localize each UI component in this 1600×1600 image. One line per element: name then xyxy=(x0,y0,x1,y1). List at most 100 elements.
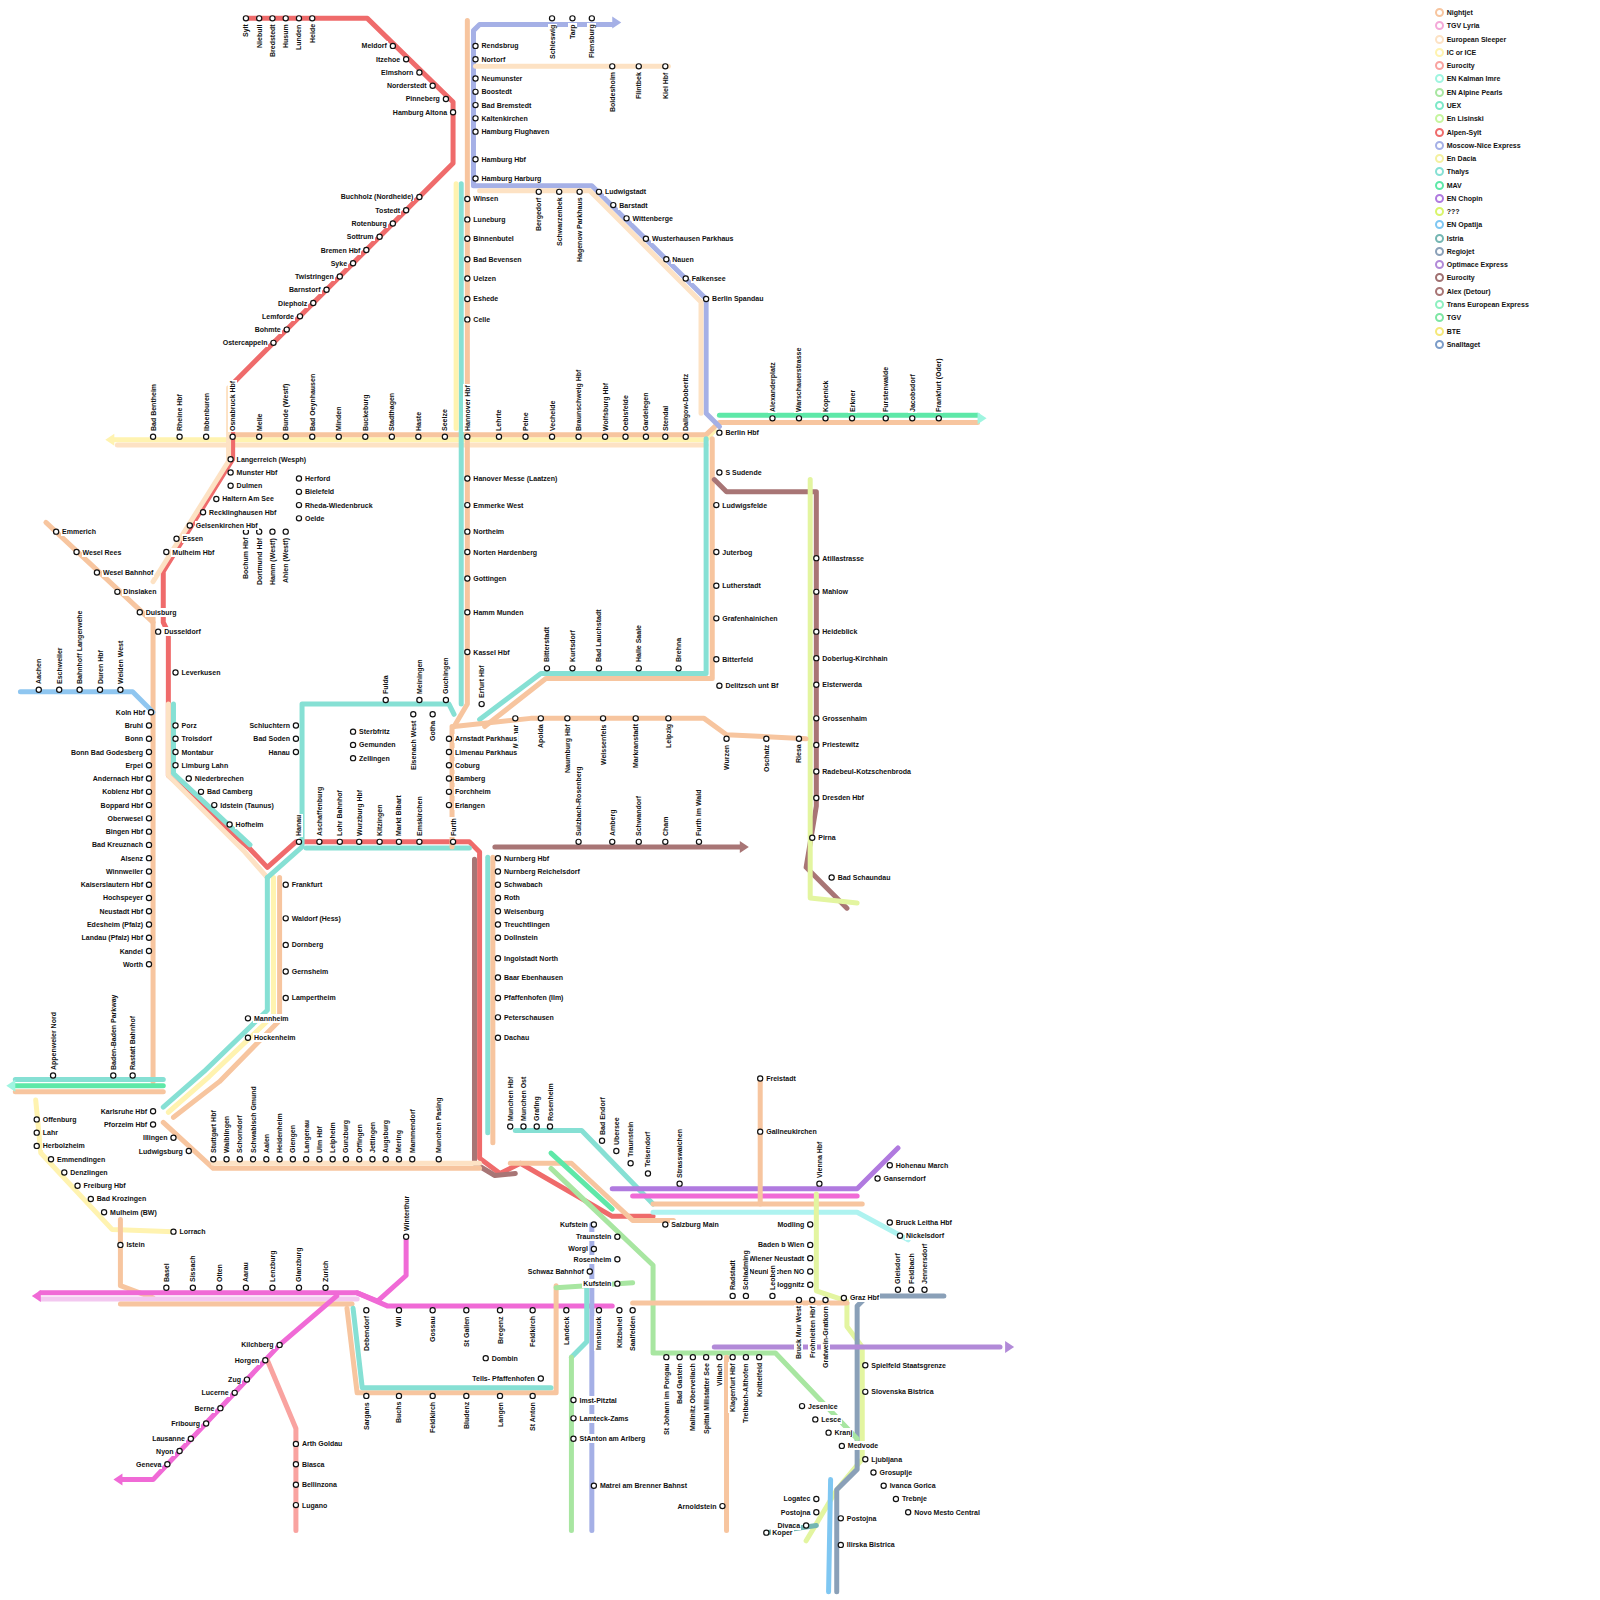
station-dot xyxy=(530,1393,535,1398)
station-name: Mammendorf xyxy=(408,1108,417,1154)
station-dot xyxy=(310,434,315,439)
station-dot xyxy=(645,1171,650,1176)
station-name: Boldesholm xyxy=(608,71,617,113)
station-dot xyxy=(624,216,629,221)
station-name: Frankfurt (Oder) xyxy=(934,358,943,414)
station-name: Traunstein xyxy=(575,1232,612,1241)
station-dot xyxy=(177,1448,182,1453)
station-dot xyxy=(473,76,478,81)
station-dot xyxy=(277,1157,282,1162)
station-dot xyxy=(906,1510,911,1515)
route-end-arrow xyxy=(6,1080,15,1092)
station-dot xyxy=(591,1222,596,1227)
station-dot xyxy=(465,217,470,222)
station-dot xyxy=(538,716,543,721)
station-dot xyxy=(576,434,581,439)
station-name: Gemunden xyxy=(358,740,397,749)
station-name: Arnoldstein xyxy=(677,1502,718,1511)
station-name: Waldorf (Hess) xyxy=(291,914,342,923)
station-name: Limburg Lahn xyxy=(181,761,230,770)
station-name: Bregenz xyxy=(496,1315,505,1345)
station-name: Bohmte xyxy=(254,325,282,334)
station-name: Rotenburg xyxy=(350,219,387,228)
station-name: Gotha xyxy=(428,719,437,741)
station-dot xyxy=(743,1293,748,1298)
station-name: Imst-Pitztal xyxy=(578,1396,617,1405)
station-dot xyxy=(417,194,422,199)
station-dot xyxy=(479,701,484,706)
station-name: Herford xyxy=(304,474,331,483)
station-name: Rosenheim xyxy=(573,1255,613,1264)
station-name: Gratwein-Gratkorn xyxy=(821,1305,830,1369)
station-name: Bad Kreuznach xyxy=(91,840,144,849)
legend-text: Alpen-Sylt xyxy=(1447,128,1482,137)
station-dot xyxy=(615,1281,620,1286)
station-dot xyxy=(615,1234,620,1239)
station-dot xyxy=(34,1143,39,1148)
station-dot xyxy=(243,16,248,21)
rail-route xyxy=(15,1083,163,1088)
station-name: Bad Gastein xyxy=(675,1362,684,1405)
station-dot xyxy=(814,682,819,687)
station-name: Nortorf xyxy=(481,55,507,64)
station-dot xyxy=(808,1256,813,1261)
station-name: Koln Hbf xyxy=(115,708,146,717)
station-name: Feldkirch xyxy=(428,1401,437,1434)
station-dot xyxy=(212,803,217,808)
station-name: Dachau xyxy=(503,1033,530,1042)
station-dot xyxy=(48,1157,53,1162)
station-name: Pinneberg xyxy=(405,94,441,103)
station-name: Bredstedt xyxy=(268,23,277,58)
station-name: Feldkirch xyxy=(528,1315,537,1348)
station-name: Bielefeld xyxy=(304,487,335,496)
station-dot xyxy=(591,1246,596,1251)
station-name: StAnton am Arlberg xyxy=(578,1434,646,1443)
station-name: Kandel xyxy=(119,947,144,956)
station-dot xyxy=(808,1269,813,1274)
station-dot xyxy=(473,157,478,162)
station-name: Treibach-Althofen xyxy=(741,1362,750,1424)
station-name: Lucerne xyxy=(200,1388,229,1397)
rail-route xyxy=(480,191,701,413)
legend-text: TGV Lyria xyxy=(1447,21,1480,30)
route-end-arrow xyxy=(978,412,987,424)
station-name: Arnstadt Parkhaus xyxy=(454,734,518,743)
station-name: Falkensee xyxy=(691,274,727,283)
station-name: Munchen Pasing xyxy=(434,1097,443,1155)
station-dot xyxy=(758,1076,763,1081)
station-name: Lehrte xyxy=(494,408,503,431)
rail-route xyxy=(495,844,740,849)
station-name: Istein xyxy=(125,1240,145,1249)
station-dot xyxy=(814,1496,819,1501)
rail-route xyxy=(36,1100,174,1232)
station-dot xyxy=(521,1124,526,1129)
station-name: Emmerke West xyxy=(472,501,524,510)
station-name: Giengen xyxy=(288,1124,297,1154)
station-dot xyxy=(666,716,671,721)
station-dot xyxy=(808,1242,813,1247)
station-dot xyxy=(417,70,422,75)
station-dot xyxy=(118,687,123,692)
station-name: Hamburg Altona xyxy=(392,108,448,117)
station-dot xyxy=(337,839,342,844)
station-dot xyxy=(156,629,161,634)
station-name: Rheine Hbf xyxy=(175,393,184,432)
station-dot xyxy=(483,1356,488,1361)
station-name: Horgen xyxy=(234,1356,261,1365)
station-name: Postojna xyxy=(780,1508,812,1517)
station-name: Pforzeim Hbf xyxy=(103,1120,148,1129)
station-name: Alsenz xyxy=(119,854,144,863)
legend-entry: UEX xyxy=(1435,101,1461,110)
station-name: Erlangen xyxy=(454,801,486,810)
station-name: Feldbach xyxy=(907,1252,916,1285)
station-dot xyxy=(363,434,368,439)
station-name: Frankfurt xyxy=(291,880,324,889)
station-dot xyxy=(146,882,151,887)
station-dot xyxy=(257,16,262,21)
station-dot xyxy=(704,1355,709,1360)
station-dot xyxy=(596,189,601,194)
station-name: Markt Bibart xyxy=(394,794,403,837)
rail-route xyxy=(633,1193,857,1198)
station-dot xyxy=(530,1308,535,1313)
station-dot xyxy=(62,1170,67,1175)
